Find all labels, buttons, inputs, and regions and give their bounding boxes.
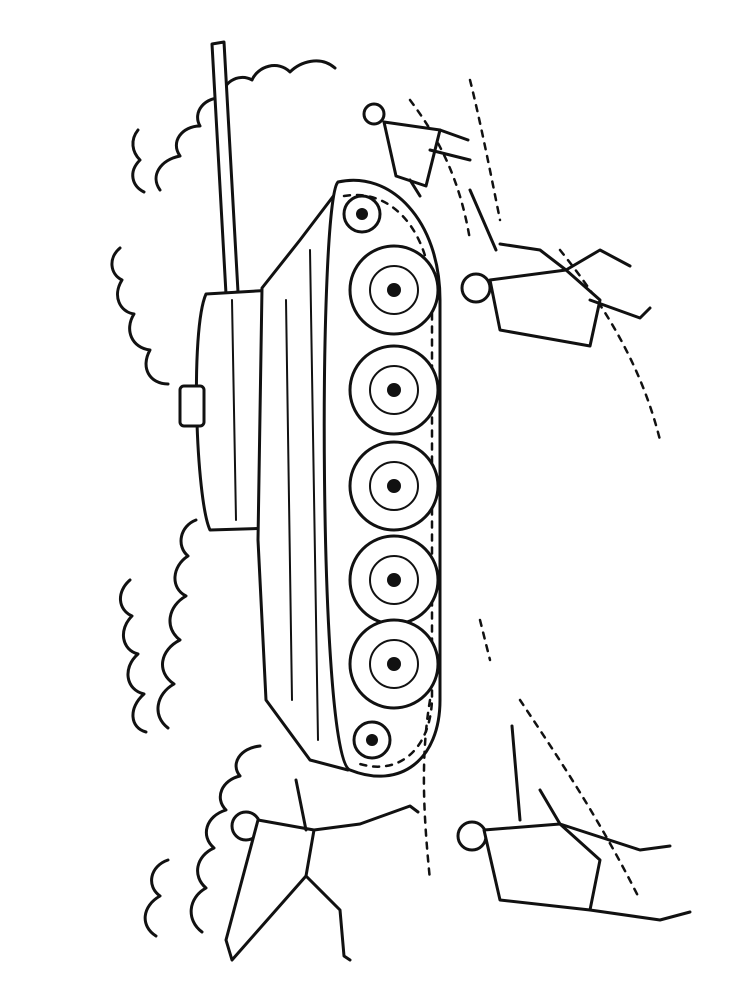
ground-grass <box>408 78 662 902</box>
soldier-top-right <box>460 188 652 348</box>
tank-turret-hatch <box>178 384 206 428</box>
soldier-bottom-right <box>456 724 692 922</box>
soldier-bottom-left <box>224 778 420 962</box>
tank-road-wheels <box>348 244 440 710</box>
tank <box>178 40 442 778</box>
soldier-top-left <box>362 102 472 198</box>
